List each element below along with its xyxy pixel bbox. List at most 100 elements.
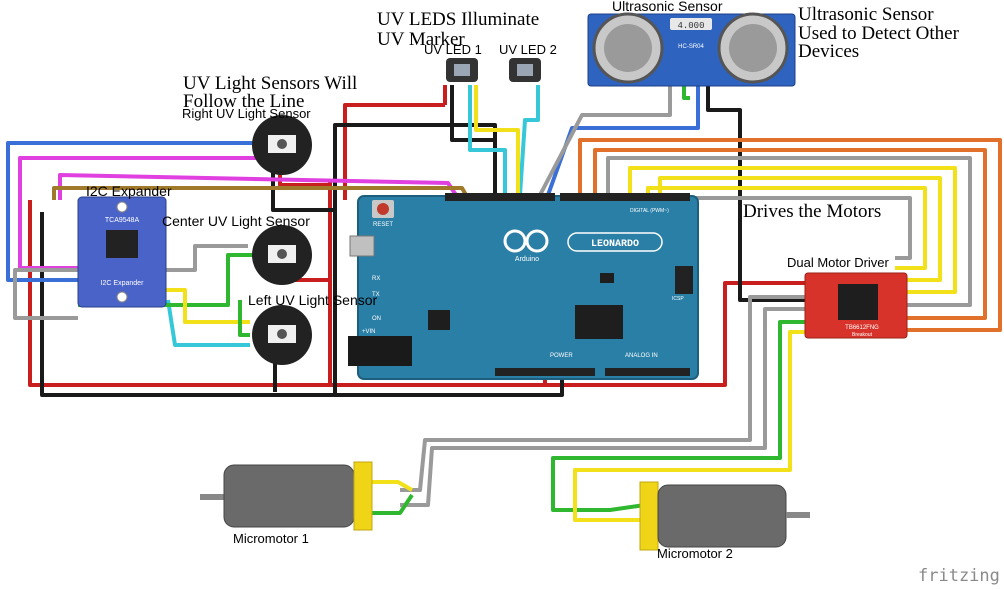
arduino-icsp-header (675, 266, 693, 294)
arduino-infinity-logo (503, 229, 549, 253)
arduino-brand: Arduino (515, 256, 539, 263)
wire-yellow-m2 (573, 330, 820, 522)
arduino-usb-port (349, 235, 375, 257)
uv-leds-caption-line1: UV LEDS Illuminate (377, 9, 540, 30)
i2c-expander-chip-label: TCA9548A (105, 217, 140, 224)
wire-gray-d1 (606, 156, 972, 307)
i2c-expander: TCA9548A I2C Expander (77, 196, 167, 308)
wire-cyan-1 (166, 299, 250, 347)
center-uv-sensor-diode (277, 249, 287, 259)
ultrasonic-mesh-right (729, 24, 777, 72)
dual-motor-driver: TB6612FNG Breakout (804, 272, 908, 339)
wire-black-led (450, 85, 495, 142)
wire-green-ultra (682, 85, 690, 100)
motor-driver-label: Dual Motor Driver (787, 255, 889, 270)
arduino-analog-label: ANALOG IN (625, 353, 658, 359)
wire-red-sensor1 (278, 170, 330, 187)
wire-red-left-bus (28, 180, 332, 387)
arduino-on-label: ON (372, 316, 381, 322)
ultrasonic-model: HC-SR04 (678, 44, 704, 50)
ultrasonic-display: 4.000 (677, 21, 704, 31)
wire-yellow-m1 (372, 480, 413, 492)
wire-yellow-d2 (658, 176, 942, 282)
uv-led-2 (509, 58, 541, 82)
ultrasonic-caption-line3: Devices (798, 41, 860, 62)
uv-led-1 (446, 58, 478, 82)
uv-led-2-label: UV LED 2 (499, 42, 557, 57)
arduino-reset-label: RESET (373, 222, 393, 228)
arduino-small-chip (600, 273, 614, 283)
arduino-header-top-right (560, 193, 690, 201)
i2c-expander-sub-label: I2C Expander (101, 280, 144, 287)
micromotor-1-body (223, 464, 355, 528)
fritzing-watermark: fritzing (918, 566, 1000, 586)
micromotor-1-shaft (200, 494, 224, 500)
uv-sensors-caption-line1: UV Light Sensors Will (183, 73, 358, 94)
arduino-model-badge (567, 232, 663, 252)
arduino-leonardo: RESET Arduino LEONARDO DIGITAL (PWM~) IC… (348, 193, 699, 380)
i2c-expander-hole-top (116, 201, 128, 213)
right-uv-sensor (252, 115, 312, 175)
arduino-header-top-left (445, 193, 555, 201)
wire-black-top (333, 123, 497, 195)
arduino-power-jack (348, 336, 412, 366)
i2c-expander-chip (106, 230, 138, 258)
wire-yellow-d1 (628, 166, 957, 294)
ultrasonic-caption-line1: Ultrasonic Sensor (798, 4, 934, 25)
arduino-regulator (428, 310, 450, 330)
wire-gray-motor1b (400, 307, 820, 507)
wires (6, 85, 1002, 522)
center-uv-sensor-label: Center UV Light Sensor (162, 213, 310, 229)
arduino-icsp-label: ICSP (672, 296, 684, 302)
uv-led-2-lens (517, 64, 533, 76)
uv-leds-caption-line2: UV Marker (377, 29, 465, 50)
uv-led-1-lens (454, 64, 470, 76)
ultrasonic-mesh-left (604, 24, 652, 72)
left-uv-sensor-diode (277, 329, 287, 339)
center-uv-sensor (252, 225, 312, 285)
wire-orange-2 (593, 148, 987, 320)
left-uv-sensor-label: Left UV Light Sensor (248, 292, 378, 308)
micromotor-2-shaft (786, 512, 810, 518)
wire-cyan-led (518, 85, 540, 196)
micromotor-2-endcap (639, 481, 659, 551)
wire-yellow-led (474, 85, 520, 195)
wire-red-driver (545, 281, 815, 387)
arduino-model: LEONARDO (591, 239, 639, 250)
wire-gray-motor1 (400, 295, 820, 492)
uv-sensors-caption-line2: Follow the Line (183, 91, 305, 112)
wire-cyan-led2 (468, 85, 507, 195)
motor-driver-sub-label: Breakout (852, 332, 873, 338)
drives-motors-caption: Drives the Motors (743, 201, 882, 222)
wire-brown (52, 186, 468, 200)
arduino-rx-label: RX (372, 276, 380, 282)
wire-blue-1 (6, 141, 255, 282)
micromotor-1-label: Micromotor 1 (233, 531, 309, 546)
arduino-header-power (495, 368, 595, 376)
arduino-vin-label: +VIN (362, 329, 376, 335)
right-uv-sensor-diode (277, 139, 287, 149)
motor-driver-chip (838, 284, 878, 320)
arduino-power-label: POWER (550, 353, 573, 359)
micromotor-1 (200, 461, 373, 531)
micromotor-2-body (657, 484, 787, 548)
arduino-digital-label: DIGITAL (PWM~) (630, 208, 669, 214)
wire-black-sensors (271, 168, 335, 212)
motor-driver-chip-label: TB6612FNG (845, 325, 879, 331)
wire-black-ground (40, 190, 337, 397)
arduino-header-analog (605, 368, 690, 376)
wire-red-power (343, 103, 445, 200)
wire-gray-ultra (538, 85, 672, 196)
wire-green-m1 (372, 493, 414, 515)
wire-yellow-d3 (646, 186, 927, 270)
arduino-tx-label: TX (372, 292, 380, 298)
wire-green-d (238, 300, 250, 337)
uv-led-1-label: UV LED 1 (424, 42, 482, 57)
arduino-mcu (575, 305, 623, 339)
right-uv-sensor-label: Right UV Light Sensor (182, 106, 311, 121)
wire-green-m2 (551, 320, 820, 512)
i2c-expander-hole-bottom (116, 291, 128, 303)
arduino-reset-cap (377, 203, 389, 215)
wire-blue-ultra (546, 85, 700, 196)
wire-black-ultra (706, 85, 815, 302)
